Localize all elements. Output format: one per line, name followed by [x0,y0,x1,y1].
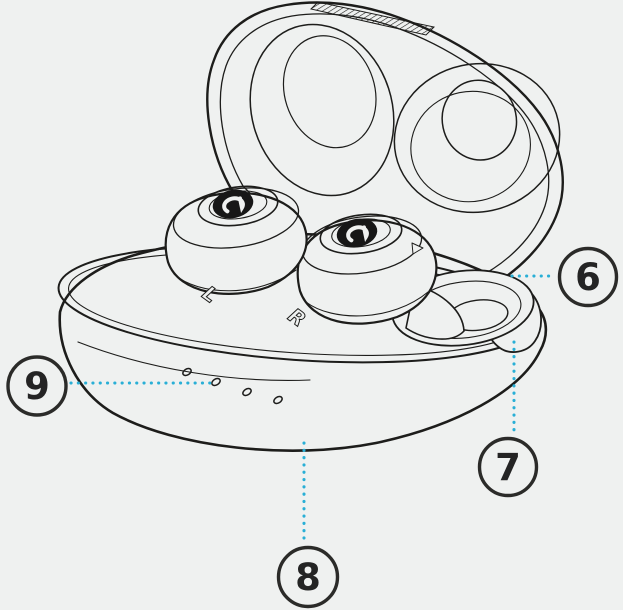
earbud-seam [173,269,297,292]
callout-number: 8 [295,556,321,599]
lid-recess-left [249,23,395,197]
led-hole [242,387,252,397]
callout-circle [6,355,68,417]
recess-inner-line [441,79,518,161]
callout-circle [557,246,619,308]
recess-outer-line [393,62,561,214]
callout-7: 7 [477,436,539,498]
earbud-left [164,185,308,295]
callout-9: 9 [6,355,68,417]
base-lip-accent [77,341,311,381]
fold-mark [411,242,424,255]
brand-logo-icon [212,189,254,219]
earbud-top-face [172,187,300,249]
led-hole [211,377,221,387]
recess-outer-line [249,23,395,197]
callout-8: 8 [276,545,340,609]
callout-number: 6 [575,256,601,299]
callout-number: 9 [24,365,50,408]
led-indicators [182,367,283,405]
earbud-right [296,213,465,340]
led-hole [182,367,192,377]
callout-number: 7 [495,446,521,489]
brand-logo-icon [336,218,378,248]
touch-ring-outer [197,185,279,227]
callout-6: 6 [557,246,619,308]
led-hole [273,395,283,405]
recess-middle-line [410,90,531,203]
earbud-seam [305,291,429,317]
lid-recess-right [393,62,561,214]
logo-swirl [346,225,369,243]
logo-swirl [222,196,245,214]
callout-circle [477,436,539,498]
callout-circle [276,545,340,609]
touch-ring-outer [319,213,403,255]
recess-inner-line [282,35,377,149]
lid-hinge-texture [310,1,436,36]
